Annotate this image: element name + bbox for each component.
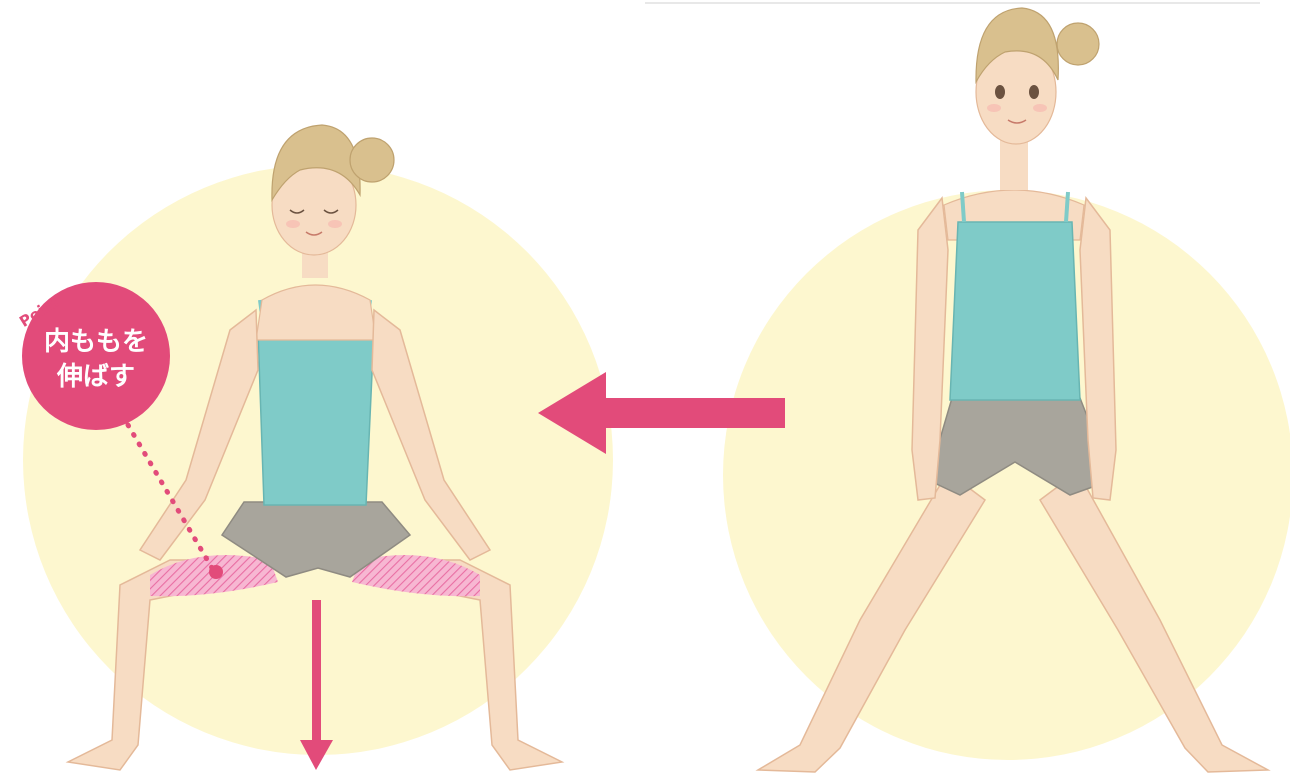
standing-hair-bun [1057,23,1099,65]
hair-bun [350,138,394,182]
callout-line-1: 内ももを [44,327,148,357]
standing-camisole-top [950,222,1080,400]
camisole-top [258,330,374,505]
callout-line-2: 伸ばす [56,362,135,392]
